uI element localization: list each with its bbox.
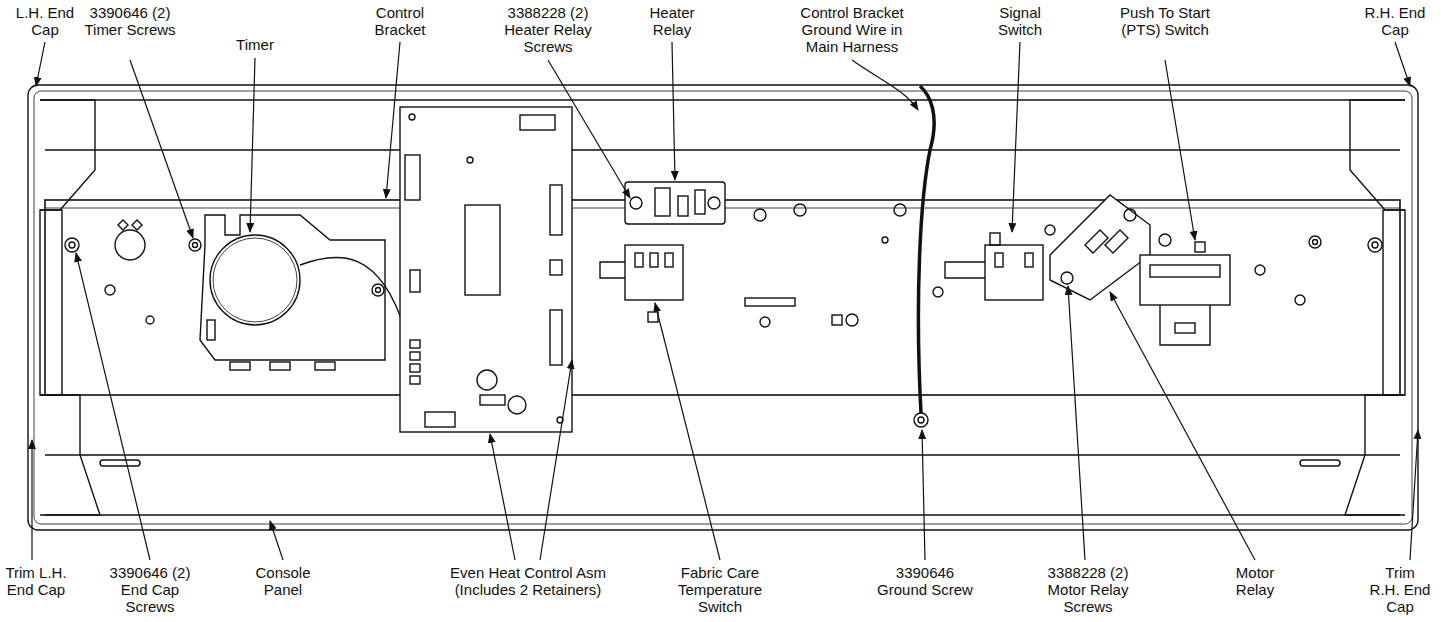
callout-label: Control Bracket (360, 4, 440, 38)
callout-label: Motor Relay (1227, 564, 1283, 598)
callout-label: Timer (225, 36, 285, 53)
callout-label: 3390646 (2) Timer Screws (84, 4, 176, 38)
callout-label: Trim R.H. End Cap (1369, 564, 1431, 615)
callout-label: 3388228 (2) Heater Relay Screws (500, 4, 596, 55)
callout-label: Even Heat Control Asm (Includes 2 Retain… (448, 564, 608, 598)
callout-label: Trim L.H. End Cap (5, 564, 67, 598)
callout-label: Heater Relay (640, 4, 704, 38)
callout-label: Control Bracket Ground Wire in Main Harn… (791, 4, 913, 55)
callout-label: 3388228 (2) Motor Relay Screws (1040, 564, 1136, 615)
callout-label: L.H. End Cap (14, 4, 76, 38)
callout-label: R.H. End Cap (1364, 4, 1426, 38)
callout-label: 3390646 Ground Screw (875, 564, 975, 598)
callout-label: Console Panel (250, 564, 316, 598)
callout-label: 3390646 (2) End Cap Screws (102, 564, 198, 615)
callout-label: Push To Start (PTS) Switch (1113, 4, 1217, 38)
callout-label: Signal Switch (988, 4, 1052, 38)
callout-label: Fabric Care Temperature Switch (672, 564, 768, 615)
